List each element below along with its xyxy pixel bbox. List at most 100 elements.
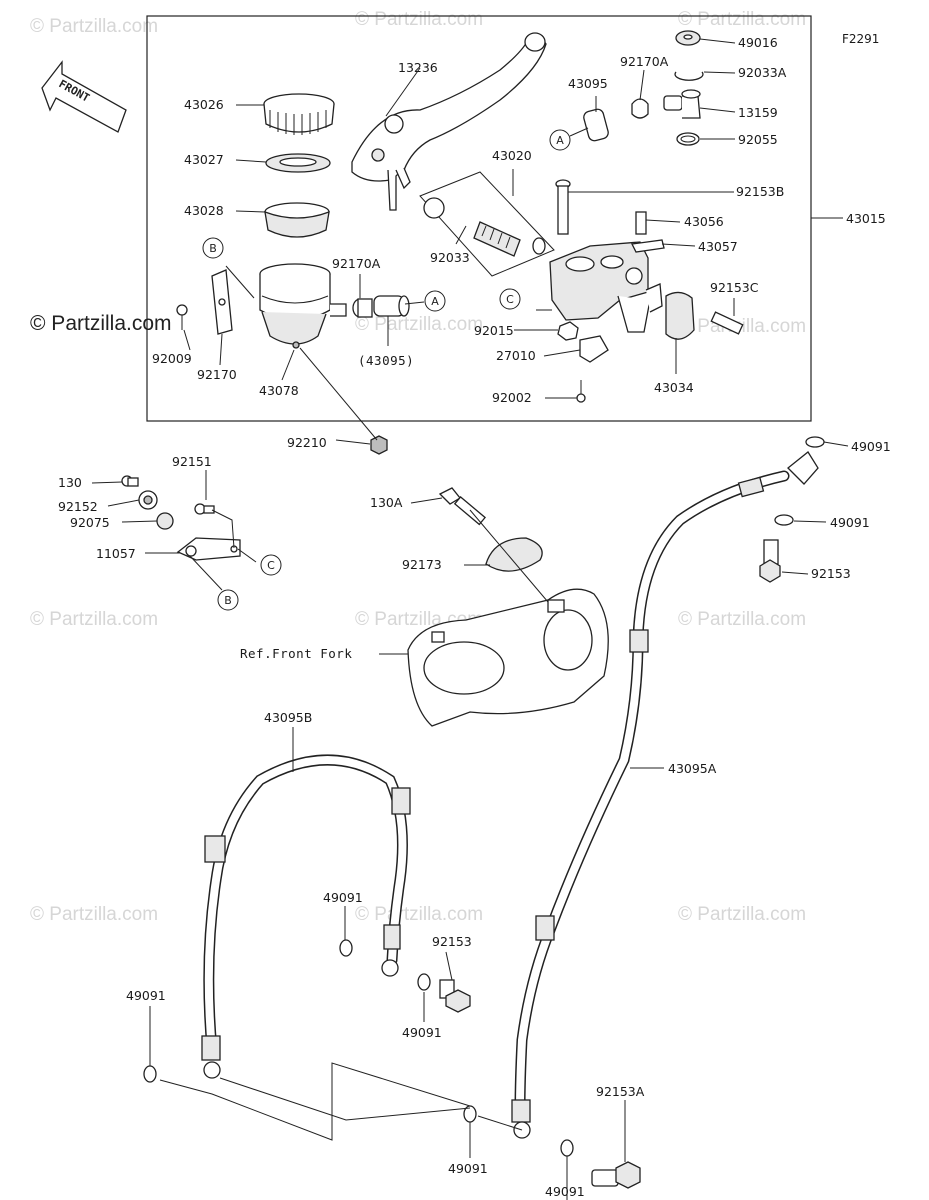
label-49091-e: 49091 [545,1184,585,1199]
watermark-layer: © Partzilla.com © Partzilla.com © Partzi… [30,9,806,925]
clamp-43034 [665,291,695,340]
washer-49091-b [417,973,431,991]
oring-92055 [676,132,700,146]
bolt-92153B [555,179,571,235]
label-43026: 43026 [184,97,224,112]
fitting-13159 [663,89,701,119]
bolt-92153-right [759,539,781,583]
label-13236: 13236 [398,60,438,75]
label-27010: 27010 [496,348,536,363]
nut-92015 [557,321,579,341]
reservoir-hose [373,295,410,317]
svg-text:B: B [209,242,217,255]
label-13159: 13159 [738,105,778,120]
label-92151: 92151 [172,454,212,469]
label-43015: 43015 [846,211,886,226]
ref-marker-B-top: B [202,237,224,259]
leader-lines [91,38,849,1200]
label-43078: 43078 [259,383,299,398]
watermark: © Partzilla.com [355,9,483,30]
label-43095-paren: (43095) [358,353,414,368]
clip-92170A-top [631,98,649,119]
label-49091-right: 49091 [830,515,870,530]
washer-49091-a [339,939,353,957]
label-11057: 11057 [96,546,136,561]
label-43056: 43056 [684,214,724,229]
brake-hose-43095A [511,451,819,1139]
label-49091-b: 49091 [402,1025,442,1040]
washer-49091-e [560,1139,574,1157]
watermark: © Partzilla.com [30,16,158,37]
brake-hose-43095B [201,754,411,1079]
cap-43057 [631,239,665,253]
ref-front-fork: Ref.Front Fork [240,646,352,661]
ref-marker-B-low: B [217,589,239,611]
svg-text:A: A [431,295,439,308]
reservoir-body [259,263,347,349]
label-92075: 92075 [70,515,110,530]
watermark: © Partzilla.com [30,609,158,630]
label-92153C: 92153C [710,280,759,295]
label-92152: 92152 [58,499,98,514]
label-92153-left: 92153 [432,934,472,949]
piston-kit-box [419,171,555,277]
watermark: © Partzilla.com [30,904,158,925]
label-43095B: 43095B [264,710,312,725]
label-49091-a: 49091 [323,890,363,905]
ref-marker-C-low: C [260,554,282,576]
collar-92152 [138,490,158,510]
label-130: 130 [58,475,82,490]
label-130A: 130A [370,495,403,510]
washer-49016 [675,30,701,46]
bolt-92153-left [439,979,471,1013]
ref-marker-A-mid: A [424,290,446,312]
reservoir-cap [263,93,335,135]
brake-lever [351,32,547,211]
label-49091-top: 49091 [851,439,891,454]
label-92033: 92033 [430,250,470,265]
label-49091-d: 49091 [448,1161,488,1176]
hose-43095 [583,108,609,142]
bolt-92153C [710,311,744,335]
watermark: © Partzilla.com [678,904,806,925]
label-49091-c: 49091 [126,988,166,1003]
screw-92009 [176,304,188,330]
label-43034: 43034 [654,380,694,395]
label-92015: 92015 [474,323,514,338]
label-92033A: 92033A [738,65,787,80]
label-92002: 92002 [492,390,532,405]
ref-marker-A-top: A [549,129,571,151]
label-49016: 49016 [738,35,778,50]
reservoir-diaphragm [264,202,330,238]
label-92210: 92210 [287,435,327,450]
washer-49091-top [805,436,825,448]
label-92170: 92170 [197,367,237,382]
label-92173: 92173 [402,557,442,572]
bolt-130 [121,475,139,487]
label-92170A-mid: 92170A [332,256,381,271]
bleeder-43056 [635,211,647,235]
watermark: © Partzilla.com [678,9,806,30]
bolt-130A [438,487,487,526]
label-92009: 92009 [152,351,192,366]
bracket-11057 [176,537,241,561]
side-watermark: © Partzilla.com [30,312,172,335]
damper-92075 [156,512,174,530]
label-92153A: 92153A [596,1084,645,1099]
front-arrow-icon: FRONT [41,60,127,133]
reservoir-bracket [211,269,233,335]
watermark: © Partzilla.com [355,314,483,335]
label-43028: 43028 [184,203,224,218]
washer-49091-right [774,514,794,526]
cover-92173 [485,537,543,572]
svg-text:C: C [267,559,275,572]
svg-text:C: C [506,293,514,306]
upper-triple-clamp [407,588,609,727]
label-92153B: 92153B [736,184,784,199]
clip-92033A [674,71,704,81]
washer-49091-c [143,1065,157,1083]
svg-text:A: A [556,134,564,147]
label-43027: 43027 [184,152,224,167]
label-43095A: 43095A [668,761,717,776]
